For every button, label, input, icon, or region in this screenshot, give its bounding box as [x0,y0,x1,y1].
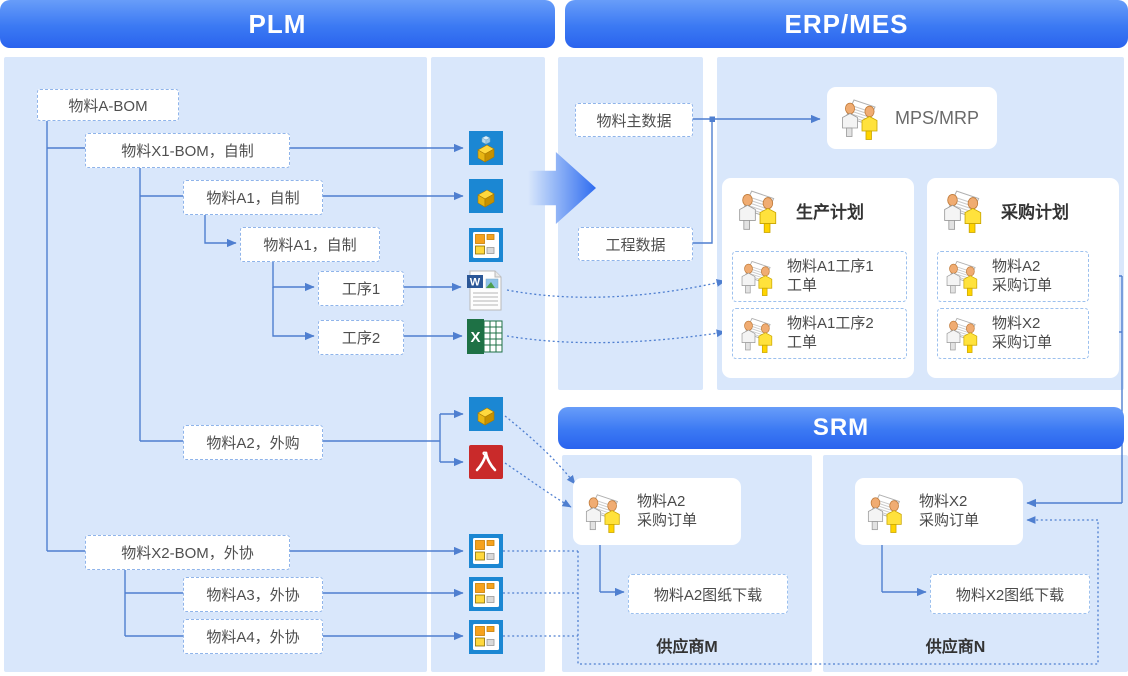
drawing-download-label: 物料X2图纸下载 [955,586,1065,604]
bom-structure-icon [469,620,503,654]
srm-po-line2: 采购订单 [919,511,980,529]
production-plan-title: 生产计划 [796,202,864,222]
bom-structure-icon [469,534,503,568]
plm-section-header: PLM [0,0,555,48]
cad-part-icon [469,179,503,213]
svg-text:X: X [470,329,480,346]
work-order-line1: 物料A1工序2 [787,314,874,332]
pdf-document-icon [469,445,503,479]
supplier-n-label: 供应商N [925,639,986,656]
plm-title: PLM [248,8,307,39]
work-order-1-box: 物料A1工序1 工单 [732,251,907,302]
node-label: 物料A1，自制 [206,190,300,207]
node-label: 物料A3，外协 [206,587,300,604]
drawing-download-a2-box: 物料A2图纸下载 [628,574,788,614]
node-engineering-data: 工程数据 [578,227,693,261]
node-material-a4: 物料A4，外协 [183,619,323,654]
mps-mrp-box: MPS/MRP [827,87,997,149]
purchase-plan-title: 采购计划 [1001,202,1069,222]
svg-text:W: W [470,277,481,289]
mps-mrp-label: MPS/MRP [895,107,980,128]
node-label: 物料A4，外协 [206,629,300,646]
people-document-icon [946,260,978,296]
people-document-icon [946,317,978,353]
work-order-line2: 工单 [787,276,818,294]
node-material-x1-bom: 物料X1-BOM，自制 [85,133,290,168]
work-order-line1: 物料A1工序1 [787,257,874,275]
erp-mes-title: ERP/MES [784,8,909,39]
node-label: 物料X1-BOM，自制 [121,143,254,160]
node-label: 物料A2，外购 [206,435,300,452]
purchase-order-line1: 物料A2 [992,257,1041,275]
drawing-download-label: 物料A2图纸下载 [653,586,763,604]
bom-structure-icon [469,577,503,611]
srm-title: SRM [812,414,870,441]
node-material-a1: 物料A1，自制 [183,180,323,215]
srm-po-line1: 物料X2 [919,492,968,510]
drawing-download-x2-box: 物料X2图纸下载 [930,574,1090,614]
purchase-order-line1: 物料X2 [992,314,1041,332]
node-process-2: 工序2 [318,320,404,355]
purchase-order-line2: 采购订单 [992,333,1053,351]
node-material-master-data: 物料主数据 [575,103,693,137]
srm-po-line2: 采购订单 [637,511,698,529]
supplier-m-label: 供应商M [656,639,718,656]
excel-spreadsheet-icon: X [467,319,503,354]
node-label: 物料A-BOM [68,97,148,115]
people-document-icon [739,190,777,233]
cad-part-icon [469,397,503,431]
node-label: 物料X2-BOM，外协 [121,545,254,562]
people-document-icon [741,260,773,296]
srm-po-line1: 物料A2 [637,492,686,510]
node-label: 物料主数据 [596,112,672,130]
word-document-icon: W [467,270,502,311]
people-document-icon [585,493,620,533]
srm-po-a2-box: 物料A2 采购订单 [573,478,741,545]
erp-mes-section-header: ERP/MES [565,0,1128,48]
bom-structure-icon [469,228,503,262]
node-process-1: 工序1 [318,271,404,306]
purchase-order-line2: 采购订单 [992,276,1053,294]
node-material-a-bom: 物料A-BOM [37,89,179,121]
people-document-icon [842,99,878,140]
people-document-icon [741,317,773,353]
srm-po-x2-box: 物料X2 采购订单 [855,478,1023,545]
node-material-x2-bom: 物料X2-BOM，外协 [85,535,290,570]
node-material-a1-sub: 物料A1，自制 [240,227,380,262]
node-label: 物料A1，自制 [263,237,357,254]
srm-section-header: SRM [558,407,1124,449]
work-order-line2: 工单 [787,333,818,351]
node-label: 工序1 [341,281,381,298]
node-material-a3: 物料A3，外协 [183,577,323,612]
node-label: 工程数据 [605,236,666,254]
node-label: 工序2 [341,330,381,347]
node-material-a2: 物料A2，外购 [183,425,323,460]
purchase-order-x2-box: 物料X2 采购订单 [937,308,1089,359]
people-document-icon [944,190,982,233]
cad-assembly-icon [469,131,503,165]
people-document-icon [867,493,902,533]
work-order-2-box: 物料A1工序2 工单 [732,308,907,359]
purchase-order-a2-box: 物料A2 采购订单 [937,251,1089,302]
